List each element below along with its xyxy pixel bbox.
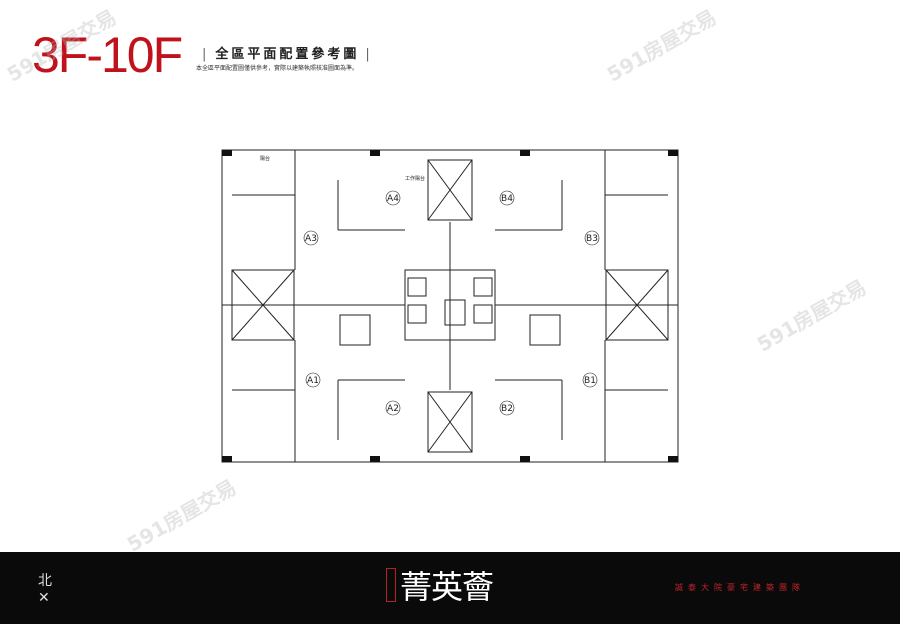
unit-b1: B1 bbox=[582, 372, 598, 388]
unit-a4: A4 bbox=[385, 190, 401, 206]
svg-text:B2: B2 bbox=[501, 404, 513, 414]
balcony-label: 陽台 bbox=[260, 155, 270, 162]
svg-text:B4: B4 bbox=[501, 194, 513, 204]
team-tagline: 誠泰大院豪宅建築團隊 bbox=[675, 583, 805, 592]
floor-plan: A3 A4 B4 B3 A1 A2 B2 B1 陽台 工作陽台 bbox=[221, 149, 679, 463]
svg-text:B3: B3 bbox=[586, 234, 598, 244]
plan-disclaimer: 本全區平面配置圖僅供參考，實際以建築執照核准圖面為準。 bbox=[196, 65, 359, 72]
plan-title: 全區平面配置參考圖 bbox=[196, 43, 379, 62]
svg-text:A2: A2 bbox=[387, 404, 399, 414]
unit-b3: B3 bbox=[584, 230, 600, 246]
unit-a2: A2 bbox=[385, 400, 401, 416]
unit-b2: B2 bbox=[499, 400, 515, 416]
unit-a1: A1 bbox=[305, 372, 321, 388]
svg-text:A1: A1 bbox=[307, 376, 319, 386]
floor-range-title: 3F-10F bbox=[32, 27, 183, 83]
work-balcony-label: 工作陽台 bbox=[405, 175, 425, 182]
brand-logo: 菁英薈 bbox=[386, 562, 494, 608]
unit-a3: A3 bbox=[303, 230, 319, 246]
unit-b4: B4 bbox=[499, 190, 515, 206]
svg-text:A3: A3 bbox=[305, 234, 317, 244]
compass-icon: 北✕ bbox=[38, 573, 52, 606]
footer-banner: 北✕ 菁英薈 誠泰大院豪宅建築團隊 bbox=[0, 552, 900, 624]
seal-icon bbox=[386, 568, 396, 602]
svg-text:A4: A4 bbox=[387, 194, 399, 204]
svg-text:B1: B1 bbox=[584, 376, 596, 386]
